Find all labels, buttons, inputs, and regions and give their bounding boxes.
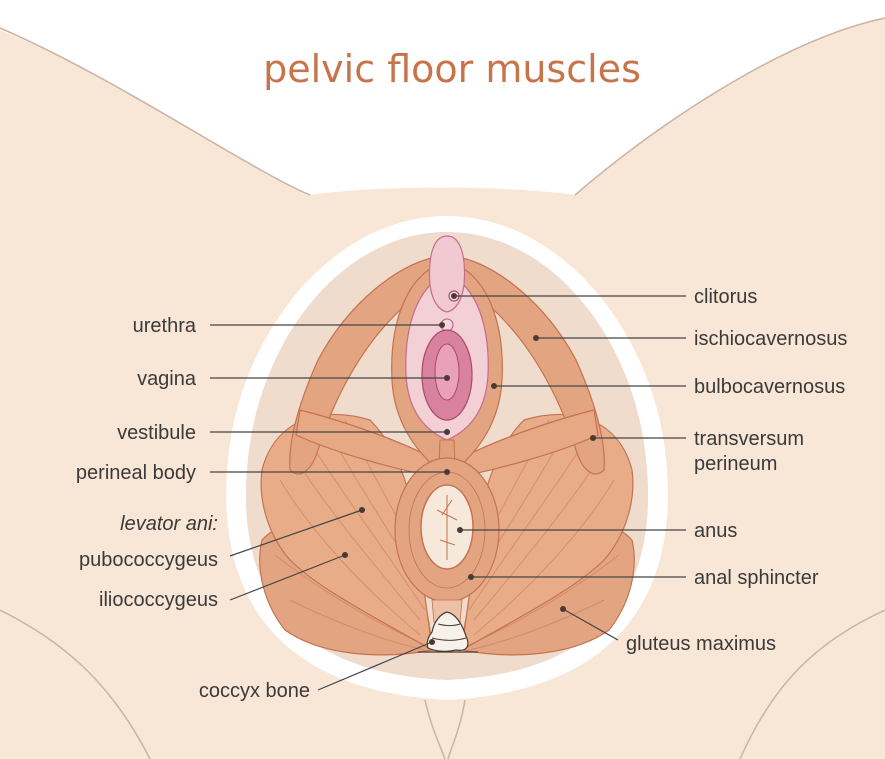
label-pubococcygeus: pubococcygeus — [79, 549, 218, 571]
vaginal-canal — [435, 344, 459, 400]
label-anal-sphincter: anal sphincter — [694, 567, 819, 589]
label-perineum: perineum — [694, 453, 777, 475]
label-anus: anus — [694, 520, 737, 542]
label-vagina: vagina — [137, 368, 197, 390]
page-title: pelvic floor muscles — [263, 47, 641, 91]
label-bulbocavernosus: bulbocavernosus — [694, 376, 845, 398]
label-urethra: urethra — [133, 315, 197, 337]
label-iliococcygeus: iliococcygeus — [99, 589, 218, 611]
label-levator-ani: levator ani: — [120, 513, 218, 535]
label-ischiocavernosus: ischiocavernosus — [694, 328, 847, 350]
label-vestibule: vestibule — [117, 422, 196, 444]
label-coccyx-bone: coccyx bone — [199, 680, 310, 702]
clitoral-hood — [430, 236, 465, 312]
label-gluteus-maximus: gluteus maximus — [626, 633, 776, 655]
label-transversum: transversum — [694, 428, 804, 450]
label-clitorus: clitorus — [694, 286, 757, 308]
label-perineal-body: perineal body — [76, 462, 196, 484]
